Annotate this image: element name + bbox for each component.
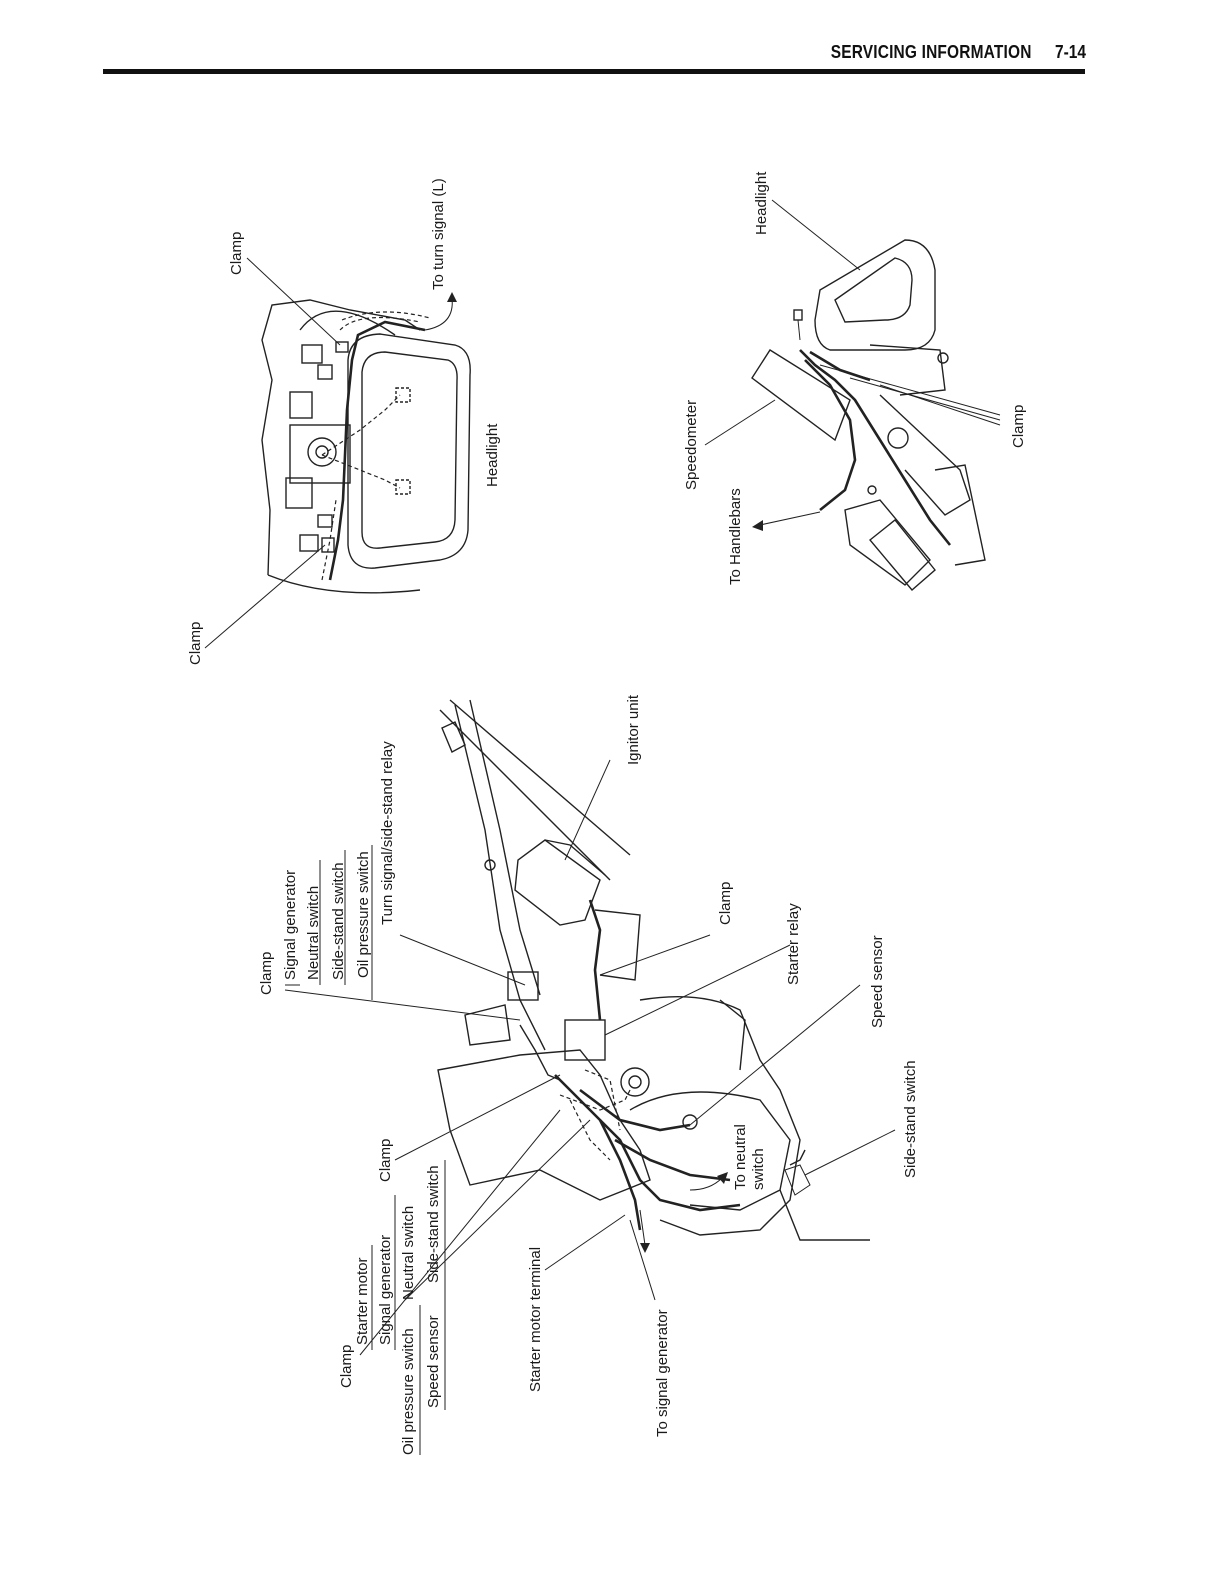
label-clamp-side: Clamp	[1010, 405, 1027, 448]
label-headlight-side: Headlight	[753, 171, 770, 235]
page-number: 7-14	[1055, 42, 1086, 62]
figure-headlight-front: Clamp Clamp To turn signal (L) Headlight	[187, 178, 501, 665]
label-speedometer: Speedometer	[683, 400, 700, 490]
label-starter-motor: Starter motor	[354, 1257, 371, 1345]
label-clamp-mid: Clamp	[717, 882, 734, 925]
label-clamp-lower-a: Clamp	[377, 1139, 394, 1182]
label-oil-pressure-switch-upper: Oil pressure switch	[355, 851, 372, 978]
label-clamp-lower-b: Clamp	[338, 1345, 355, 1388]
label-neutral-switch-upper: Neutral switch	[305, 886, 322, 980]
label-speed-sensor-lower: Speed sensor	[425, 1315, 442, 1408]
label-neutral-switch-lower: Neutral switch	[400, 1206, 417, 1300]
label-speed-sensor: Speed sensor	[869, 935, 886, 1028]
label-to-handlebars: To Handlebars	[727, 488, 744, 585]
label-clamp-bottom: Clamp	[187, 622, 204, 665]
label-signal-generator-upper: Signal generator	[282, 870, 299, 980]
label-headlight-front: Headlight	[484, 423, 501, 487]
label-side-stand-switch-upper: Side-stand switch	[330, 862, 347, 980]
label-side-stand-switch: Side-stand switch	[902, 1060, 919, 1178]
label-to-neutral-1: To neutral	[732, 1124, 749, 1190]
label-to-signal-generator: To signal generator	[654, 1309, 671, 1437]
figure-engine-harness: Ignitor unit Clamp Signal generator Neut…	[258, 694, 919, 1455]
label-starter-relay: Starter relay	[785, 903, 802, 985]
label-clamp-upper: Clamp	[258, 952, 275, 995]
label-ignitor-unit: Ignitor unit	[625, 694, 642, 765]
header-rule	[103, 69, 1085, 74]
label-turn-signal-relay: Turn signal/side-stand relay	[379, 741, 396, 925]
figure-headlight-side: Headlight Speedometer Clamp To Handlebar…	[683, 171, 1027, 591]
label-side-stand-switch-lower: Side-stand switch	[425, 1165, 442, 1283]
label-to-turn-signal: To turn signal (L)	[430, 178, 447, 290]
page-header: SERVICING INFORMATION 7-14	[0, 0, 1224, 80]
label-to-neutral-2: switch	[750, 1148, 767, 1190]
label-clamp-top: Clamp	[228, 232, 245, 275]
section-title: SERVICING INFORMATION	[831, 42, 1032, 62]
label-oil-pressure-switch-lower: Oil pressure switch	[400, 1328, 417, 1455]
label-signal-generator-lower: Signal generator	[377, 1235, 394, 1345]
label-starter-motor-terminal: Starter motor terminal	[527, 1247, 544, 1392]
